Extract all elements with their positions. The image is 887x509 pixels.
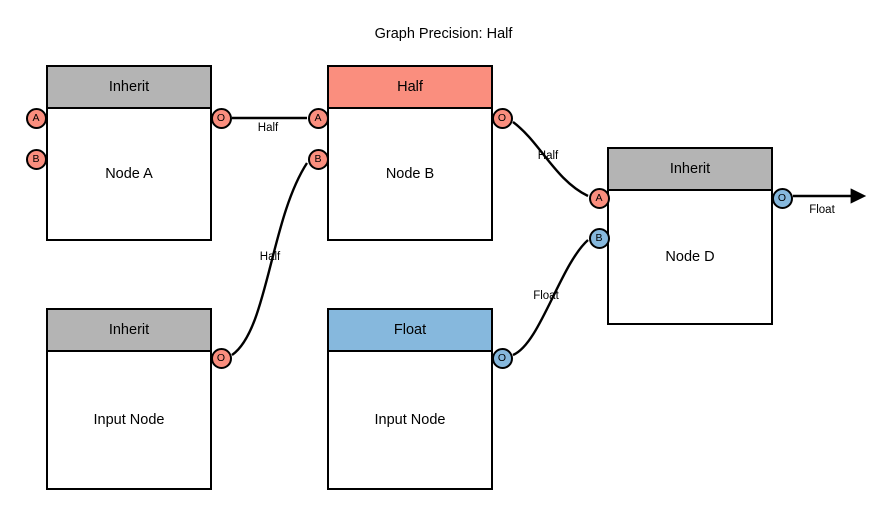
edge-label-edge-input-right-to-d: Float	[533, 290, 559, 302]
node-header-node-d[interactable]: Inherit	[609, 149, 771, 191]
page-title: Graph Precision: Half	[374, 26, 513, 42]
edge-label-edge-input-left-to-b: Half	[259, 251, 281, 263]
node-label-node-d: Node D	[665, 249, 715, 265]
node-header-node-a[interactable]: Inherit	[48, 67, 210, 109]
node-header-input-node-left[interactable]: Inherit	[48, 310, 210, 352]
node-label-input-node-right: Input Node	[374, 412, 446, 428]
edge-label-edge-a-to-b: Half	[257, 122, 279, 134]
port-inputs-node-b-a[interactable]: A	[307, 107, 329, 129]
edge-label-edge-d-output: Float	[809, 204, 835, 216]
node-label-node-b: Node B	[385, 166, 435, 182]
port-inputs-node-d-a[interactable]: A	[588, 187, 610, 209]
port-outputs-input-node-left-o[interactable]: O	[210, 347, 232, 369]
port-inputs-node-d-b[interactable]: B	[588, 227, 610, 249]
port-inputs-node-a-a[interactable]: A	[25, 107, 47, 129]
port-inputs-node-a-b[interactable]: B	[25, 148, 47, 170]
port-outputs-node-a-o[interactable]: O	[210, 107, 232, 129]
port-outputs-node-d-o[interactable]: O	[771, 187, 793, 209]
port-outputs-input-node-right-o[interactable]: O	[491, 347, 513, 369]
node-header-node-b[interactable]: Half	[329, 67, 491, 109]
port-inputs-node-b-b[interactable]: B	[307, 148, 329, 170]
node-label-input-node-left: Input Node	[93, 412, 165, 428]
port-outputs-node-b-o[interactable]: O	[491, 107, 513, 129]
node-label-node-a: Node A	[105, 166, 153, 182]
edge-label-edge-b-to-d: Half	[537, 150, 559, 162]
node-header-input-node-right[interactable]: Float	[329, 310, 491, 352]
